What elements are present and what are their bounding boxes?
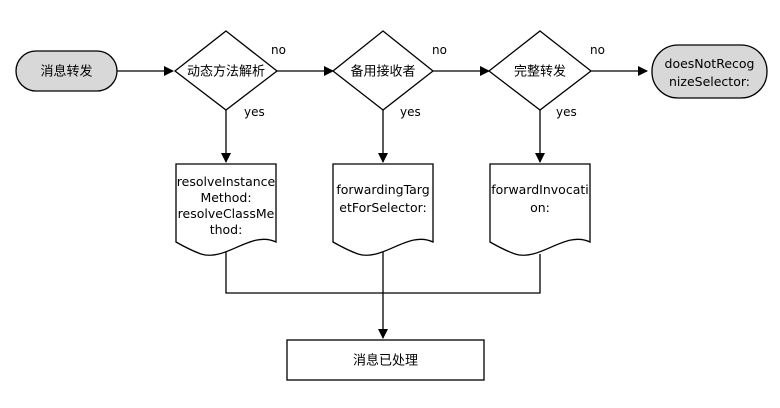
decision-resolve: 动态方法解析 [173,30,279,111]
doc-forward-target-line-2: etForSelector: [339,200,426,215]
start-terminal-label: 消息转发 [40,64,92,80]
edge-label-no-1: no [271,43,286,57]
decision-resolve-label: 动态方法解析 [187,64,265,80]
handled-box-label: 消息已处理 [353,353,418,369]
end-terminal-line-2: nizeSelector: [669,74,750,89]
edge-label-yes-3: yes [556,105,577,119]
doc-resolve-line-2: Method: [200,190,251,205]
doc-forward-target-line-1: forwardingTarg [336,182,429,197]
edge-label-yes-2: yes [400,105,421,119]
start-terminal: 消息转发 [15,50,118,92]
doc-resolve-line-3: resolveClassMe [178,206,275,221]
doc-resolve: resolveInstance Method: resolveClassMe t… [175,163,277,256]
edge-label-no-3: no [590,43,605,57]
doc-invocation-line-2: on: [530,200,550,215]
decision-backup: 备用接收者 [331,30,435,111]
end-terminal: doesNotRecog nizeSelector: [651,44,768,99]
doc-resolve-line-4: thod: [210,222,243,237]
edge-label-no-2: no [432,43,447,57]
decision-backup-label: 备用接收者 [350,64,415,80]
decision-full: 完整转发 [487,30,593,111]
doc-forward-target: forwardingTarg etForSelector: [332,163,434,256]
doc-invocation-line-1: forwardInvocati [491,182,589,197]
doc-invocation: forwardInvocati on: [489,163,591,256]
edge-label-yes-1: yes [244,105,265,119]
end-terminal-line-1: doesNotRecog [665,56,755,71]
decision-full-label: 完整转发 [514,64,566,80]
handled-box: 消息已处理 [286,339,485,381]
doc-resolve-line-1: resolveInstance [177,174,276,189]
